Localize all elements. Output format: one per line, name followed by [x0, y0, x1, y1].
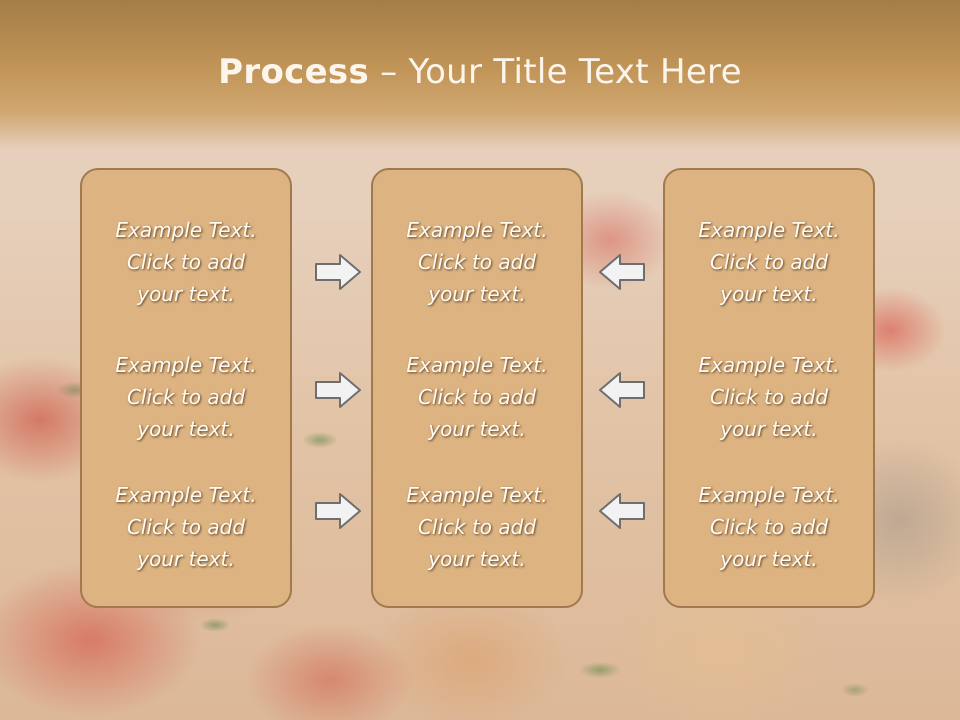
- text-line: Example Text.: [115, 353, 257, 377]
- text-line: Example Text.: [698, 353, 840, 377]
- text-line: your text.: [428, 417, 526, 441]
- process-panel-1[interactable]: Example Text. Click to add your text. Ex…: [80, 168, 292, 608]
- text-line: Click to add: [417, 515, 537, 539]
- text-line: your text.: [428, 547, 526, 571]
- text-placeholder[interactable]: Example Text. Click to add your text.: [373, 214, 581, 310]
- text-line: Example Text.: [698, 483, 840, 507]
- text-line: your text.: [720, 282, 818, 306]
- text-line: your text.: [720, 547, 818, 571]
- text-line: Click to add: [417, 385, 537, 409]
- text-line: your text.: [137, 547, 235, 571]
- arrow-left-icon: [598, 371, 646, 409]
- text-line: Example Text.: [698, 218, 840, 242]
- arrow-right-icon: [314, 253, 362, 291]
- text-line: Click to add: [417, 250, 537, 274]
- title-rest-text: – Your Title Text Here: [369, 52, 742, 92]
- text-placeholder[interactable]: Example Text. Click to add your text.: [82, 214, 290, 310]
- text-line: Click to add: [709, 515, 829, 539]
- text-placeholder[interactable]: Example Text. Click to add your text.: [665, 214, 873, 310]
- text-line: Example Text.: [406, 353, 548, 377]
- text-line: Example Text.: [115, 218, 257, 242]
- text-line: your text.: [137, 282, 235, 306]
- process-panel-3[interactable]: Example Text. Click to add your text. Ex…: [663, 168, 875, 608]
- title-bold-text: Process: [218, 52, 370, 92]
- text-line: Click to add: [126, 515, 246, 539]
- arrow-right-icon: [314, 492, 362, 530]
- text-line: Example Text.: [115, 483, 257, 507]
- title-band: [0, 0, 960, 150]
- arrow-right-icon: [314, 371, 362, 409]
- text-line: Click to add: [709, 250, 829, 274]
- text-line: Example Text.: [406, 483, 548, 507]
- text-placeholder[interactable]: Example Text. Click to add your text.: [665, 349, 873, 445]
- text-placeholder[interactable]: Example Text. Click to add your text.: [82, 479, 290, 575]
- text-placeholder[interactable]: Example Text. Click to add your text.: [82, 349, 290, 445]
- slide-title[interactable]: Process – Your Title Text Here: [0, 52, 960, 92]
- text-line: your text.: [428, 282, 526, 306]
- text-placeholder[interactable]: Example Text. Click to add your text.: [373, 349, 581, 445]
- text-line: Click to add: [709, 385, 829, 409]
- text-line: your text.: [720, 417, 818, 441]
- text-line: Click to add: [126, 385, 246, 409]
- text-placeholder[interactable]: Example Text. Click to add your text.: [665, 479, 873, 575]
- text-placeholder[interactable]: Example Text. Click to add your text.: [373, 479, 581, 575]
- text-line: your text.: [137, 417, 235, 441]
- text-line: Click to add: [126, 250, 246, 274]
- arrow-left-icon: [598, 253, 646, 291]
- process-panel-2[interactable]: Example Text. Click to add your text. Ex…: [371, 168, 583, 608]
- text-line: Example Text.: [406, 218, 548, 242]
- arrow-left-icon: [598, 492, 646, 530]
